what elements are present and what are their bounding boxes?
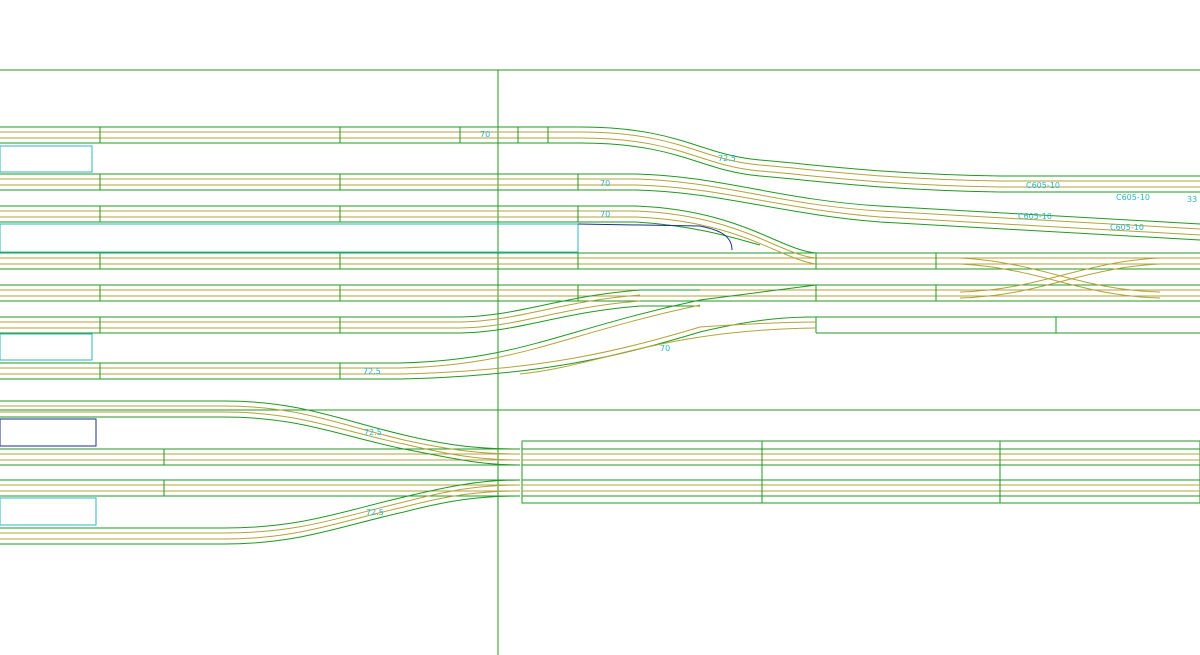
label-c605-a: C605-10 xyxy=(1026,181,1060,190)
track-row-2[interactable] xyxy=(0,173,636,191)
straight-tracks[interactable] xyxy=(0,126,1200,545)
platform-4[interactable] xyxy=(0,418,97,447)
label-33: 33 xyxy=(1187,195,1197,204)
track-row-6[interactable] xyxy=(0,316,1200,334)
label-c605-d: C605-10 xyxy=(1110,223,1144,232)
label-70-top: 70 xyxy=(480,130,490,139)
label-c605-b: C605-10 xyxy=(1116,193,1150,202)
label-72-5-a: 72.5 xyxy=(718,154,736,163)
curved-tracks[interactable] xyxy=(223,126,1200,545)
track-row-11[interactable] xyxy=(0,527,224,545)
label-72-5-low-a: 72.5 xyxy=(364,428,382,437)
track-labels: 70 72.5 70 70 C605-10 C605-10 C605-10 C6… xyxy=(363,130,1197,517)
curve-row6[interactable] xyxy=(459,289,700,334)
lower-right-tracks[interactable] xyxy=(521,440,1200,504)
platform-2-end xyxy=(577,223,733,251)
label-c605-c: C605-10 xyxy=(1018,212,1052,221)
curve-row3[interactable] xyxy=(635,205,817,265)
label-72-5-mid: 72.5 xyxy=(363,367,381,376)
track-row-4[interactable] xyxy=(0,252,1200,270)
label-70-mid: 70 xyxy=(660,344,670,353)
grid-lines xyxy=(0,69,1200,655)
curve-lower-lower[interactable] xyxy=(223,479,521,545)
label-70-b: 70 xyxy=(600,179,610,188)
platform-1[interactable] xyxy=(0,145,93,173)
track-row-1[interactable] xyxy=(0,126,580,144)
track-row-9[interactable] xyxy=(0,448,520,466)
track-row-5[interactable] xyxy=(0,284,1200,302)
label-72-5-low-b: 72.5 xyxy=(366,508,384,517)
curve-top-right[interactable] xyxy=(579,126,1200,193)
platforms[interactable] xyxy=(0,145,733,526)
platform-2[interactable] xyxy=(0,223,579,253)
track-row-7[interactable] xyxy=(0,362,400,380)
curve-row7[interactable] xyxy=(399,284,817,380)
curve-lower-upper[interactable] xyxy=(223,400,521,466)
track-joints xyxy=(99,127,1057,496)
curve-row2[interactable] xyxy=(635,173,1200,241)
platform-5[interactable] xyxy=(0,497,97,526)
crossover-right[interactable] xyxy=(959,257,1161,299)
label-70-c: 70 xyxy=(600,210,610,219)
platform-3[interactable] xyxy=(0,333,93,361)
track-row-8[interactable] xyxy=(0,400,224,418)
track-row-10[interactable] xyxy=(0,479,520,497)
track-row-3[interactable] xyxy=(0,205,636,223)
